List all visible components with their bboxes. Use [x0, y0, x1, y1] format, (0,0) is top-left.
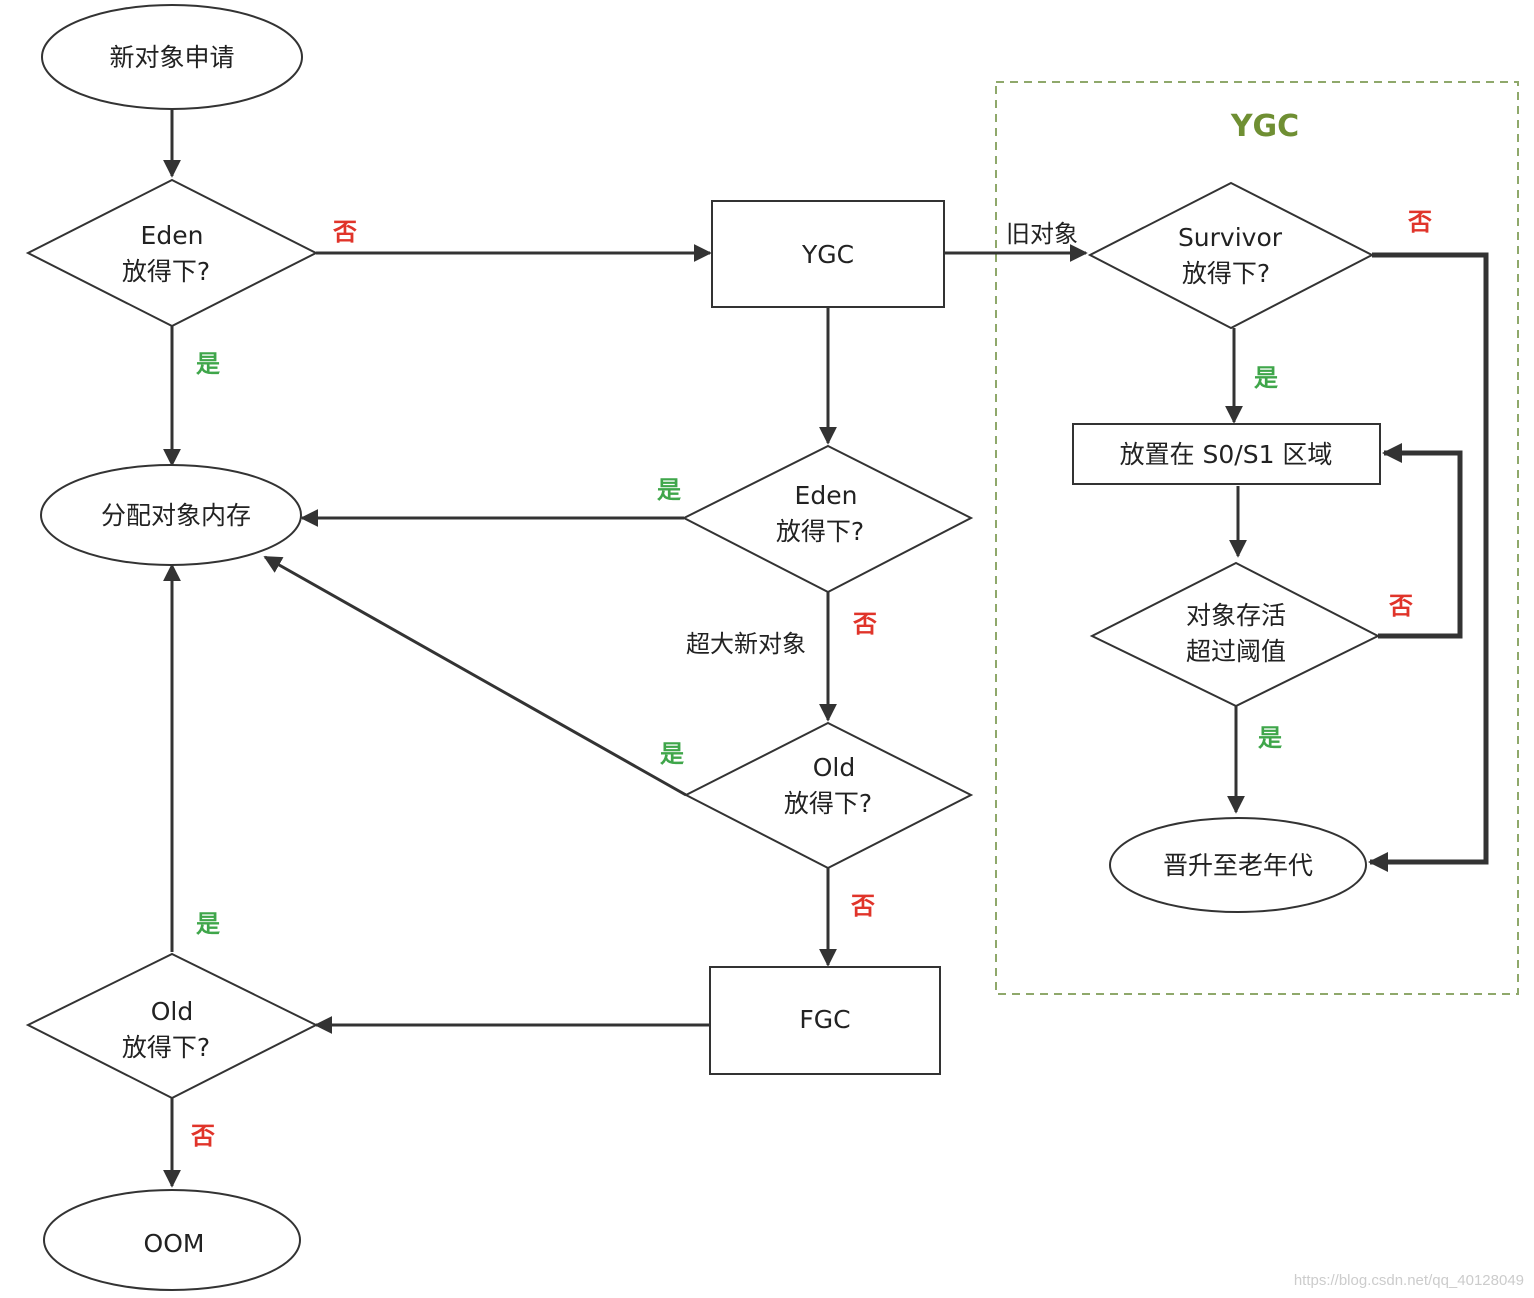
node-eden-fit-1-line-1: Eden — [141, 221, 204, 250]
label-eden1-yes: 是 — [196, 350, 220, 378]
node-new-request-line-1: 新对象申请 — [109, 43, 234, 72]
label-huge-object: 超大新对象 — [686, 630, 806, 658]
edge-age-no-to-s0s1 — [1378, 443, 1463, 639]
node-place-s0s1: 放置在 S0/S1 区域 — [1072, 423, 1381, 485]
node-old-fit-2-line-1: Old — [151, 997, 194, 1026]
node-age-check: 对象存活 超过阈值 — [1089, 561, 1381, 708]
label-age-no: 否 — [1388, 592, 1413, 620]
node-age-check-line-2: 超过阈值 — [1186, 637, 1286, 666]
label-old-object: 旧对象 — [1006, 220, 1078, 248]
node-promote-line-1: 晋升至老年代 — [1163, 851, 1313, 880]
node-old-fit-1-line-1: Old — [813, 753, 856, 782]
label-eden2-no: 否 — [852, 610, 877, 638]
label-old1-no: 否 — [850, 892, 875, 920]
node-old-fit-2-line-2: 放得下? — [122, 1033, 210, 1062]
node-fgc-line-1: FGC — [799, 1005, 850, 1034]
node-promote: 晋升至老年代 — [1109, 817, 1367, 913]
node-oom-line-1: OOM — [144, 1229, 205, 1258]
node-survivor-fit-line-1: Survivor — [1178, 223, 1283, 252]
node-survivor-fit-line-2: 放得下? — [1182, 259, 1270, 288]
node-eden-fit-1-line-2: 放得下? — [122, 257, 210, 286]
node-old-fit-2: Old 放得下? — [25, 952, 319, 1100]
node-allocate: 分配对象内存 — [40, 464, 302, 566]
node-eden-fit-1: Eden 放得下? — [25, 178, 319, 328]
watermark: https://blog.csdn.net/qq_40128049 — [1294, 1272, 1524, 1289]
edge-old1-yes-to-allocate — [263, 555, 687, 797]
label-eden1-no: 否 — [332, 218, 357, 246]
edge-survivor-no-to-promote — [1368, 252, 1489, 872]
ygc-region — [995, 81, 1519, 995]
node-age-check-line-1: 对象存活 — [1186, 601, 1286, 630]
node-old-fit-1-line-2: 放得下? — [784, 789, 872, 818]
label-old2-yes: 是 — [196, 910, 220, 938]
label-old2-no: 否 — [190, 1122, 215, 1150]
node-oom: OOM — [43, 1189, 301, 1291]
node-fgc: FGC — [709, 966, 941, 1075]
label-old1-yes: 是 — [660, 740, 684, 768]
label-survivor-yes: 是 — [1254, 364, 1278, 392]
label-age-yes: 是 — [1258, 724, 1282, 752]
ygc-region-title: YGC — [1230, 109, 1299, 144]
node-new-request: 新对象申请 — [41, 4, 303, 110]
node-old-fit-1: Old 放得下? — [683, 721, 974, 870]
node-survivor-fit: Survivor 放得下? — [1087, 181, 1375, 330]
node-eden-fit-2: Eden 放得下? — [681, 444, 974, 594]
node-ygc-line-1: YGC — [801, 240, 854, 269]
label-eden2-yes: 是 — [657, 476, 681, 504]
node-allocate-line-1: 分配对象内存 — [101, 501, 251, 530]
label-survivor-no: 否 — [1407, 208, 1432, 236]
node-place-s0s1-line-1: 放置在 S0/S1 区域 — [1120, 440, 1333, 469]
node-eden-fit-2-line-2: 放得下? — [776, 517, 864, 546]
node-ygc: YGC — [711, 200, 945, 308]
node-eden-fit-2-line-1: Eden — [795, 481, 858, 510]
